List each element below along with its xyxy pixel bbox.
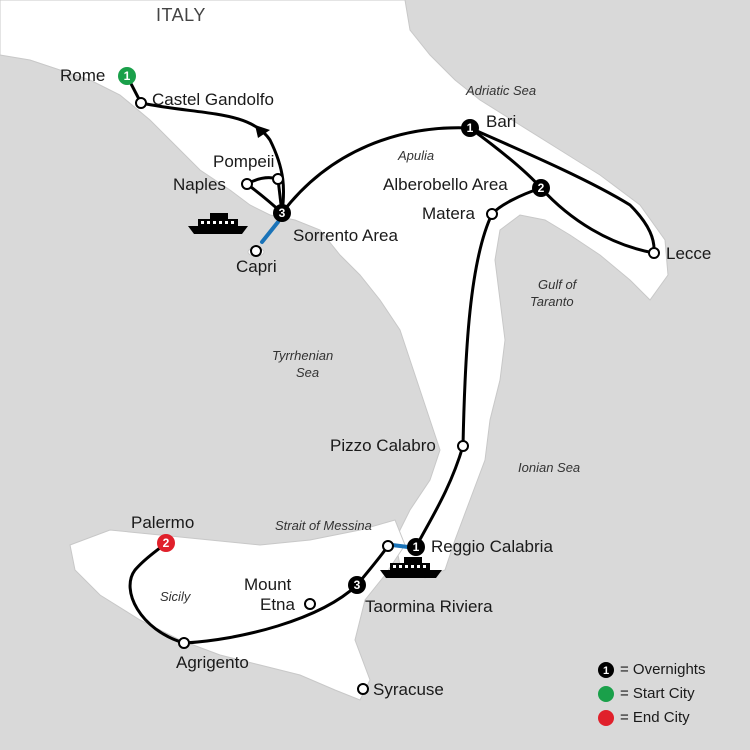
route-sorrento-bari [280, 126, 472, 215]
legend-overnights: = Overnights [620, 661, 706, 678]
city-label-pizzo-calabro: Pizzo Calabro [330, 436, 436, 455]
city-label-mount: Mount [244, 575, 292, 594]
city-label-naples: Naples [173, 175, 226, 194]
land [0, 0, 669, 701]
marker-reggio [407, 538, 425, 556]
region-label-apulia: Apulia [398, 148, 435, 163]
marker-palermo-nights: 2 [163, 536, 170, 550]
country-label: ITALY [156, 5, 206, 25]
region-label-tyrrhenian-line1: Tyrrhenian [272, 348, 334, 363]
region-label-gulf-line2: Taranto [530, 294, 574, 309]
route-direction-arrow [255, 125, 270, 138]
stop-markers [135, 97, 660, 695]
region-label-adriatic-sea: Adriatic Sea [466, 83, 537, 98]
ferry-sorrento-capri [260, 220, 280, 244]
marker-lecce [648, 247, 660, 259]
ferry-messina [390, 543, 410, 549]
city-label-agrigento: Agrigento [176, 653, 249, 672]
region-label-gulf-line1: Gulf of [538, 277, 577, 292]
marker-capri [250, 245, 262, 257]
marker-pizzo-calabro [457, 440, 469, 452]
city-label-pompeii: Pompeii [213, 152, 275, 171]
route-castel-sorrento [139, 101, 286, 215]
city-label-etna: Etna [260, 595, 295, 614]
marker-bari-nights: 1 [467, 121, 474, 135]
legend-end-city: = End City [620, 709, 690, 726]
ferry-routes [260, 220, 410, 549]
marker-taormina-nights: 3 [354, 578, 361, 592]
marker-pompeii [272, 173, 284, 185]
marker-syracuse [357, 683, 369, 695]
marker-castel-gandolfo [135, 97, 147, 109]
marker-agrigento [178, 637, 190, 649]
marker-rome-nights: 1 [124, 69, 131, 83]
city-label-lecce: Lecce [666, 244, 712, 263]
marker-rome-start [118, 67, 136, 85]
mainland-italy [0, 0, 669, 579]
marker-matera [486, 208, 498, 220]
sicily-island [69, 519, 406, 701]
region-label-sicily: Sicily [160, 589, 191, 604]
city-label-capri: Capri [236, 257, 277, 276]
marker-reggio-pier [382, 540, 394, 552]
marker-alberobello [532, 179, 550, 197]
marker-alberobello-nights: 2 [538, 181, 545, 195]
city-label-rome: Rome [60, 66, 106, 85]
legend-markers: 1 [598, 662, 614, 726]
region-label-ionian-sea: Ionian Sea [518, 460, 581, 475]
route-pizzo-reggio [414, 444, 465, 549]
marker-reggio-nights: 1 [413, 540, 420, 554]
marker-palermo-end [157, 534, 175, 552]
route-agrigento-palermo [128, 541, 186, 645]
city-label-sorrento-area: Sorrento Area [293, 226, 398, 245]
marker-naples [241, 178, 253, 190]
marker-bari [461, 119, 479, 137]
city-label-taormina-riviera: Taormina Riviera [365, 597, 493, 616]
svg-text:1: 1 [603, 665, 609, 677]
marker-mount-etna [304, 598, 316, 610]
route-lecce-alberobello [539, 186, 656, 255]
city-label-syracuse: Syracuse [373, 680, 444, 699]
city-label-palermo: Palermo [131, 513, 195, 532]
marker-sorrento [273, 204, 291, 222]
region-label-tyrrhenian-line2: Sea [296, 365, 320, 380]
region-label-strait-of-messina: Strait of Messina [275, 518, 372, 533]
route-taormina-agrigento [182, 583, 359, 645]
route-bari-lecce [468, 126, 656, 255]
city-label-matera: Matera [422, 204, 475, 223]
ferry-icon [188, 213, 248, 234]
ferry-icon [380, 557, 442, 578]
legend-start-city: = Start City [620, 685, 695, 702]
numbered-markers: 1 3 1 2 1 3 2 [118, 67, 550, 594]
city-label-bari: Bari [486, 112, 517, 131]
city-label-alberobello-area: Alberobello Area [383, 175, 508, 194]
city-label-reggio-calabria: Reggio Calabria [431, 537, 553, 556]
marker-taormina [348, 576, 366, 594]
marker-sorrento-nights: 3 [279, 206, 286, 220]
city-label-castel-gandolfo: Castel Gandolfo [152, 90, 274, 109]
route-matera-pizzo [461, 212, 494, 448]
